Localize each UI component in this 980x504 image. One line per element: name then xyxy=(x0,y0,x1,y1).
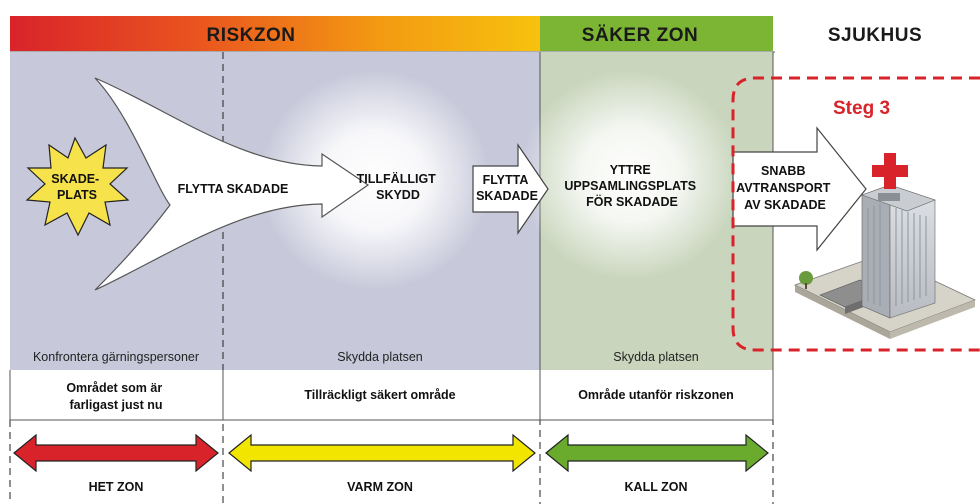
saker-zon-title: SÄKER ZON xyxy=(582,25,698,46)
hospital-icon xyxy=(793,153,977,339)
rapid-transport-label: SNABB AVTRANSPORT AV SKADADE xyxy=(736,164,834,212)
incident-site-label: SKADE- PLATS xyxy=(51,172,102,202)
sufficiently-safe-area-label: Tillräckligt säkert område xyxy=(304,388,455,402)
most-dangerous-area-label: Området som är farligast just nu xyxy=(66,381,165,412)
converging-arrow xyxy=(94,77,370,291)
incident-site-starburst xyxy=(25,136,130,237)
cold-zone-label: KALL ZON xyxy=(625,480,688,494)
temporary-shelter-label: TILLFÄLLIGT SKYDD xyxy=(357,171,440,202)
sjukhus-title: SJUKHUS xyxy=(828,25,922,46)
protect-site-label-1: Skydda platsen xyxy=(337,350,423,364)
outside-risk-zone-label: Område utanför riskzonen xyxy=(578,388,734,402)
saker-zon-header-bar xyxy=(540,16,773,51)
rapid-transport-arrow xyxy=(732,126,867,252)
cold-zone-arrow xyxy=(545,433,769,473)
confront-perpetrators-label: Konfrontera gärningspersoner xyxy=(33,350,199,364)
glow-collection-point xyxy=(520,70,740,280)
hot-zone-arrow xyxy=(13,433,219,473)
collection-point-label: YTTRE UPPSAMLINGSPLATS FÖR SKADADE xyxy=(564,163,699,209)
riskzon-title: RISKZON xyxy=(207,25,296,46)
riskzon-header-bar xyxy=(10,16,540,51)
move-injured-label-1: FLYTTA SKADADE xyxy=(178,182,289,196)
move-injured-arrow xyxy=(472,143,549,235)
hot-zone-label: HET ZON xyxy=(89,480,144,494)
protect-site-label-2: Skydda platsen xyxy=(613,350,699,364)
glow-temporary-shelter xyxy=(260,70,490,290)
warm-zone-arrow xyxy=(228,433,536,473)
warm-zone-label: VARM ZON xyxy=(347,480,413,494)
move-injured-label-2: FLYTTA SKADADE xyxy=(476,173,538,203)
step-3-label: Steg 3 xyxy=(833,98,890,119)
